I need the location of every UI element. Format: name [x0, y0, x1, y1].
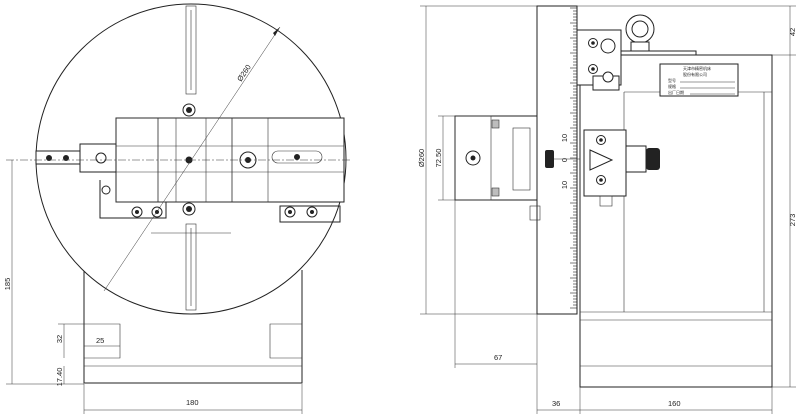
bolt-left-1-core [135, 210, 139, 214]
plate-line-4: 规格 [668, 83, 676, 89]
indicator-triangle [589, 149, 614, 171]
screw-knob-2 [63, 155, 69, 161]
dim-180: 180 [186, 398, 199, 407]
t-slot-top [185, 5, 197, 95]
plate-line-5: 出厂日期 [668, 89, 684, 95]
housing [579, 54, 773, 388]
plate-line-1: 天津市精密机床 [683, 65, 711, 71]
scale-ticks [570, 7, 577, 309]
lifting-eye-base [630, 41, 650, 52]
scale-label-top: 10 [560, 134, 569, 142]
side-vise-tab-1 [491, 119, 500, 129]
dim-67: 67 [494, 353, 502, 362]
left-knob[interactable] [545, 150, 554, 168]
diameter-arrow [273, 27, 280, 36]
lifting-eye-inner [631, 20, 649, 38]
side-vise-jaw [454, 115, 492, 201]
top-block-bore-2 [602, 71, 614, 83]
indicator-bolt-2-core [599, 178, 603, 182]
base-step-right [269, 323, 302, 359]
screw-hole [95, 152, 107, 164]
dim-42: 42 [788, 28, 797, 36]
dim-273: 273 [788, 214, 797, 227]
dim-185: 185 [3, 278, 12, 291]
dim-32: 32 [55, 335, 64, 343]
base-step-left [84, 323, 121, 359]
dim-160: 160 [668, 399, 681, 408]
hub-bolt-top-core [186, 107, 192, 113]
scale-label-bottom: 10 [560, 181, 569, 189]
dim-17-40: 17.40 [55, 368, 64, 387]
diameter-line [103, 26, 281, 292]
side-dimensions: Ø260 72.50 67 42 273 36 160 [417, 5, 797, 414]
t-slot-bottom [185, 223, 197, 311]
screw-rod [35, 150, 81, 165]
top-block-bolt-1-core [591, 41, 595, 45]
bracket-right [279, 205, 341, 223]
bolt-right-1-core [288, 210, 292, 214]
bolt-left-3 [101, 185, 111, 195]
dim-72-50: 72.50 [434, 149, 443, 168]
nameplate [659, 63, 739, 97]
scale-label-zero: 0 [560, 158, 569, 162]
plate-line-2: 股份有限公司 [683, 71, 707, 77]
side-vise-bore-core [470, 155, 476, 161]
indicator-foot [599, 195, 613, 207]
right-slot [271, 150, 323, 164]
side-diameter-label: Ø260 [417, 149, 426, 167]
side-view: 天津市精密机床 股份有限公司 型号 规格 出厂日期 [454, 5, 773, 388]
front-dimensions: 185 32 25 17.40 180 [3, 160, 303, 414]
indicator-shaft-block [625, 145, 647, 173]
right-slot-screw [294, 154, 300, 160]
pedestal [83, 270, 303, 384]
eye-top-line [621, 50, 697, 55]
right-knob[interactable] [646, 148, 660, 170]
bracket-left [99, 180, 167, 219]
plate-line-3: 型号 [668, 77, 676, 83]
dim-25: 25 [96, 336, 104, 345]
side-plate [536, 5, 578, 315]
side-vise-tab-2 [491, 187, 500, 197]
top-block-bolt-2-core [591, 67, 595, 71]
dim-36: 36 [552, 399, 560, 408]
indicator-bolt-1-core [599, 138, 603, 142]
top-block-bore [600, 38, 616, 54]
bolt-right-2-core [310, 210, 314, 214]
screw-knob-1 [46, 155, 52, 161]
front-view: Ø260 [6, 3, 352, 384]
side-vise-lug [529, 205, 541, 221]
side-vise-slot [512, 127, 531, 191]
hub-bolt-bottom-core [186, 206, 192, 212]
